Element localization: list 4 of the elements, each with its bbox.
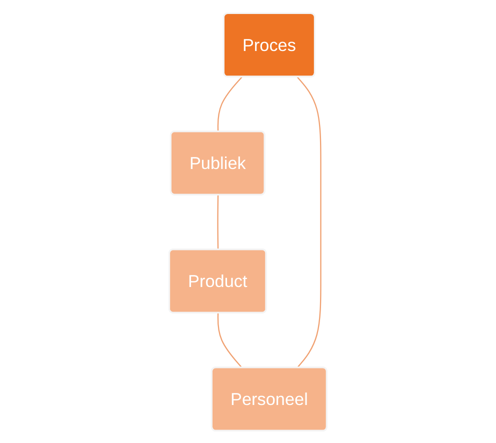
connector	[217, 194, 219, 250]
connector	[217, 76, 242, 132]
connector	[217, 312, 242, 368]
connector	[296, 76, 322, 368]
